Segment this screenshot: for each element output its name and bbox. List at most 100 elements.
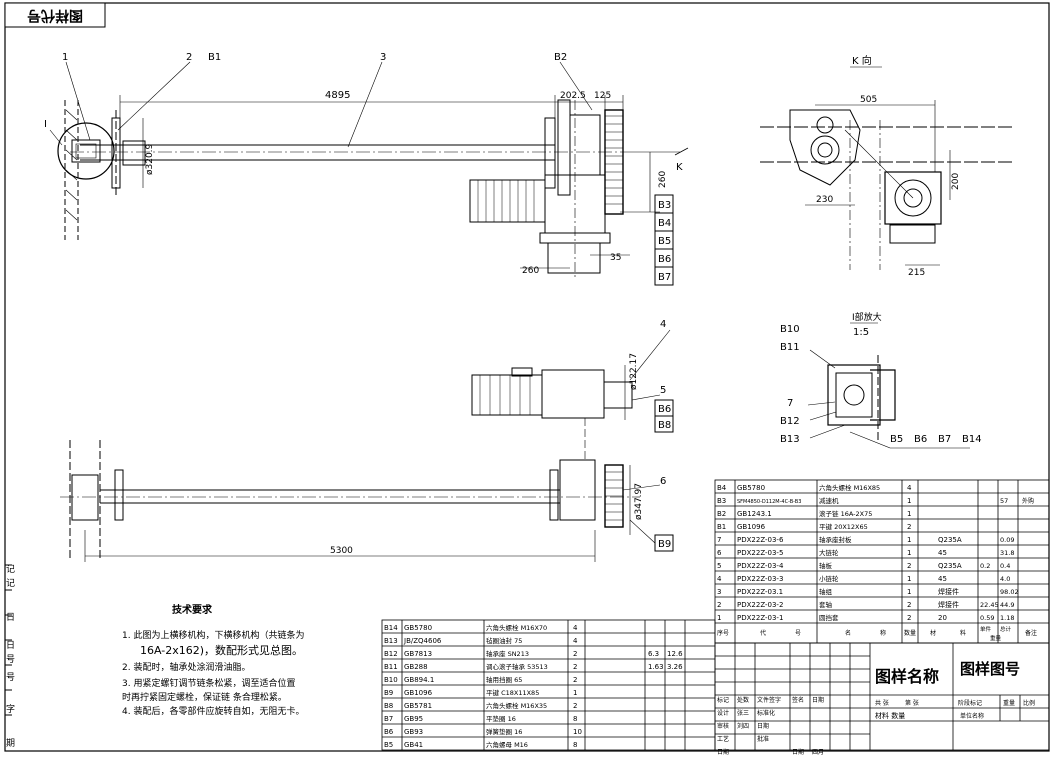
dim-200: 200 — [951, 173, 961, 190]
drawing-number: 图样图号 — [960, 660, 1020, 678]
bom-cell-no: B3 — [717, 497, 726, 505]
bom-cell-total-weight: 44.9 — [1000, 601, 1014, 609]
bom-cell-name: 调心滚子轴承 53513 — [486, 662, 548, 671]
title-block-cell: 日期 — [717, 748, 729, 756]
callout-1: 1 — [62, 52, 68, 63]
title-block-cell: 标记 — [717, 696, 729, 704]
tech-requirements-title: 技术要求 — [172, 603, 213, 616]
bom-cell-code: GB5781 — [404, 702, 432, 710]
bom-header-material: 料 — [960, 629, 966, 637]
bom-cell-code: PDX22Z-03-3 — [737, 575, 783, 583]
bom-cell-no: B11 — [384, 663, 398, 671]
bom-cell-material: 45 — [938, 575, 947, 583]
bom-cell-code: GB894.1 — [404, 676, 434, 684]
bom-cell-unit-weight: 0.59 — [980, 614, 994, 622]
bom-cell-total-weight: 98.02 — [1000, 588, 1019, 596]
bom-cell-name: 六角头螺栓 M16X70 — [486, 623, 547, 632]
dim-260-h: 260 — [522, 266, 539, 276]
bom-header-weight: 单件 — [980, 625, 992, 633]
bom-cell-code: GB93 — [404, 728, 423, 736]
bom-cell-code: GB1243.1 — [737, 510, 772, 518]
bom-cell-code: PDX22Z-03-1 — [737, 614, 783, 622]
bom-cell-qty: 10 — [573, 728, 582, 736]
bom-cell-note: 外购 — [1022, 497, 1034, 505]
callout-5: 5 — [660, 385, 666, 396]
title-block-cell: 刘四 — [737, 722, 749, 730]
material-label: 材料 数量 — [875, 711, 905, 720]
dim-260-v: 260 — [658, 171, 668, 188]
dim-d122-17: ø122.17 — [629, 353, 639, 390]
tech-requirements: 技术要求 1. 此图为上横移机构，下横移机构（共链条为 16A-2x162)，数… — [122, 603, 304, 717]
callout-i: I — [44, 119, 47, 130]
callout-b10: B10 — [780, 324, 800, 335]
dim-d320-9: ø320.9 — [145, 143, 155, 175]
bom-cell-no: B8 — [384, 702, 393, 710]
callout-7: 7 — [787, 398, 793, 409]
detail-view-scale: 1:5 — [853, 327, 869, 338]
bom-cell-qty: 8 — [573, 741, 577, 749]
bom-cell-name: 六角头螺栓 M16X35 — [486, 701, 547, 710]
bom-cell-material: 20 — [938, 614, 947, 622]
title-block-cell: 审核 — [717, 722, 729, 730]
tech-req-line: 1. 此图为上横移机构，下横移机构（共链条为 — [122, 629, 304, 641]
sheet-total: 共 张 — [875, 699, 889, 707]
title-block-cell: 批准 — [757, 735, 769, 743]
bom-header-qty: 数量 — [904, 629, 916, 637]
dim-35: 35 — [610, 253, 621, 263]
bom-cell-name: 圆挡套 — [819, 613, 839, 622]
bom-lower-table — [381, 619, 716, 751]
title-block-text: 图样名称 图样图号 阶段标记 重量 比例 共 张 第 张 材料 数量 单位名称 — [875, 660, 1035, 720]
bom-cell-no: B10 — [384, 676, 398, 684]
bom-cell-qty: 2 — [573, 702, 577, 710]
bom-header-code: 代 — [760, 629, 766, 637]
title-block-cell: 处数 — [737, 696, 749, 704]
bom-cell-name: 平键 C18X11X85 — [486, 688, 539, 697]
bom-cell-qty: 1 — [573, 689, 577, 697]
bom-cell-no: 5 — [717, 562, 721, 570]
bom-cell-no: B7 — [384, 715, 393, 723]
bom-cell-name: 平键 20X12X65 — [819, 522, 868, 531]
bom-cell-no: 3 — [717, 588, 721, 596]
title-block-cell: 日期 — [812, 696, 824, 704]
bom-cell-total-weight: 1.18 — [1000, 614, 1014, 622]
bom-cell-name: 六角头螺栓 M16X85 — [819, 483, 880, 492]
callout-b6-lower: B6 — [658, 404, 671, 415]
bom-cell-no: 7 — [717, 536, 721, 544]
bom-cell-name: 套轴 — [819, 600, 833, 609]
bom-cell-code: PDX22Z-03-5 — [737, 549, 783, 557]
callout-2: 2 — [186, 52, 192, 63]
callout-b2: B2 — [554, 52, 567, 63]
bom-cell-name: 轴承座封板 — [819, 535, 852, 544]
bom-cell-no: 6 — [717, 549, 722, 557]
tech-req-line: 2. 装配时，轴承处涂润滑油脂。 — [122, 661, 250, 673]
bom-cell-qty: 1 — [907, 497, 911, 505]
bom-cell-qty: 2 — [907, 614, 911, 622]
bom-upper-table — [714, 479, 1050, 644]
bom-cell-no: 2 — [717, 601, 721, 609]
roughness-value: 1.63 — [648, 663, 664, 671]
callout-6: 6 — [660, 476, 666, 487]
bom-cell-no: B1 — [717, 523, 726, 531]
margin-char: 期 — [6, 738, 15, 749]
bom-cell-no: B9 — [384, 689, 393, 697]
bom-cell-qty: 2 — [907, 523, 911, 531]
roughness-value: 3.26 — [667, 663, 683, 671]
bom-cell-material: 焊接件 — [938, 600, 959, 609]
bom-cell-name: 六角螺母 M16 — [486, 740, 528, 749]
bom-cell-qty: 2 — [573, 663, 577, 671]
bom-cell-qty: 1 — [907, 510, 911, 518]
margin-char: 号 — [6, 672, 15, 683]
title-block-cell: 四月 — [812, 749, 824, 756]
stage-label: 阶段标记 — [958, 699, 982, 707]
dim-125: 125 — [594, 91, 611, 101]
callout-3: 3 — [380, 52, 386, 63]
bom-cell-name: 弹簧垫圈 16 — [486, 727, 522, 736]
bom-cell-name: 平垫圈 16 — [486, 714, 516, 723]
callout-b7-detail: B7 — [938, 434, 951, 445]
bom-cell-qty: 4 — [573, 637, 578, 645]
bom-cell-material: 焊接件 — [938, 587, 959, 596]
bom-cell-code: GB95 — [404, 715, 423, 723]
bom-cell-no: 1 — [717, 614, 721, 622]
bom-cell-name: 轴组 — [819, 587, 833, 596]
